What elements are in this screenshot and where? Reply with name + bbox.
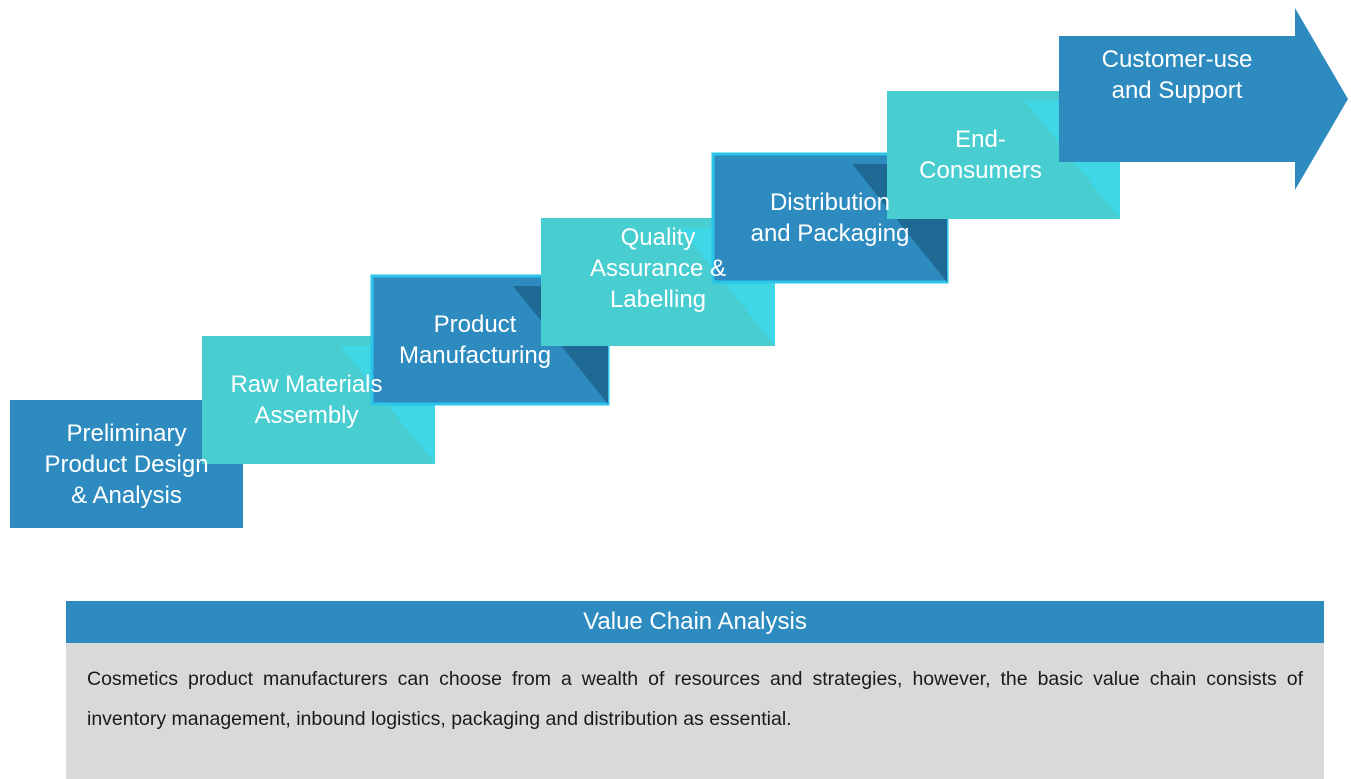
value-chain-staircase	[10, 8, 1348, 528]
panel-description: Cosmetics product manufacturers can choo…	[87, 668, 1303, 730]
step-5-label: Distribution and Packaging	[750, 189, 910, 247]
step-7-label: Customer-use and Support	[1101, 46, 1253, 104]
value-chain-analysis-panel: Value Chain Analysis Cosmetics product m…	[66, 601, 1324, 779]
panel-title: Value Chain Analysis	[66, 601, 1324, 643]
step-4-label: Quality Assurance & Labelling	[589, 223, 727, 313]
step-3-label: Product Manufacturing	[398, 311, 552, 369]
step-2-label: Raw Materials Assembly	[230, 371, 383, 429]
step-7	[1059, 8, 1348, 190]
step-6-label: End- Consumers	[919, 126, 1042, 184]
final-arrow-shape	[1059, 8, 1348, 190]
step-1-label: Preliminary Product Design & Analysis	[44, 419, 209, 509]
